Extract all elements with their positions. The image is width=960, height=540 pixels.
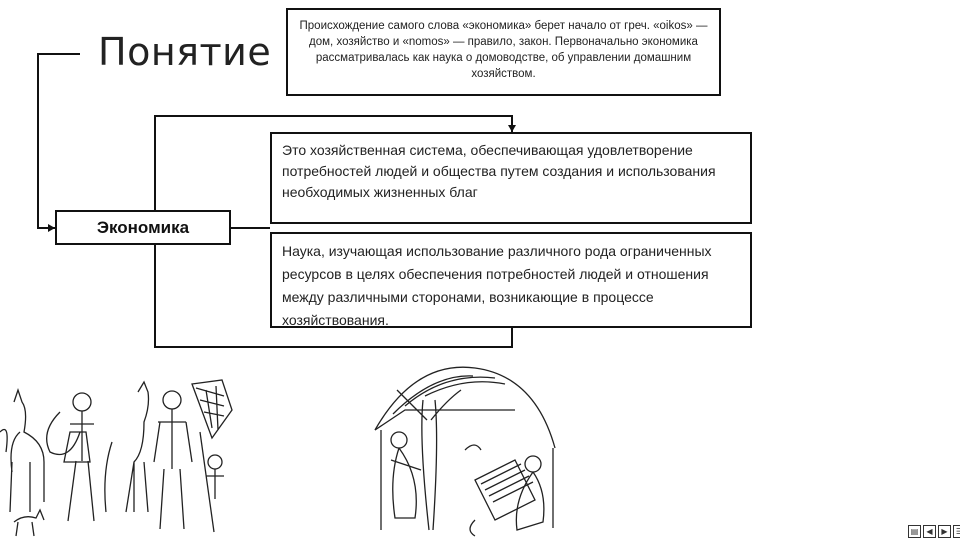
menu-icon[interactable]: ☰ xyxy=(953,525,960,538)
definition-science-box: Наука, изучающая использование различног… xyxy=(270,232,752,328)
definition-system-box: Это хозяйственная система, обеспечивающа… xyxy=(270,132,752,224)
next-icon[interactable]: ▶ xyxy=(938,525,951,538)
economy-label-box: Экономика xyxy=(55,210,231,245)
page-title: Понятие xyxy=(98,30,272,74)
etymology-box: Происхождение самого слова «экономика» б… xyxy=(286,8,721,96)
prev-icon[interactable]: ◀ xyxy=(923,525,936,538)
page-icon[interactable]: ▤ xyxy=(908,525,921,538)
weaving-hut-illustration xyxy=(374,366,556,537)
people-with-llamas-illustration xyxy=(0,379,233,537)
slide-navigation[interactable]: ▤ ◀ ▶ ☰ xyxy=(908,525,960,538)
